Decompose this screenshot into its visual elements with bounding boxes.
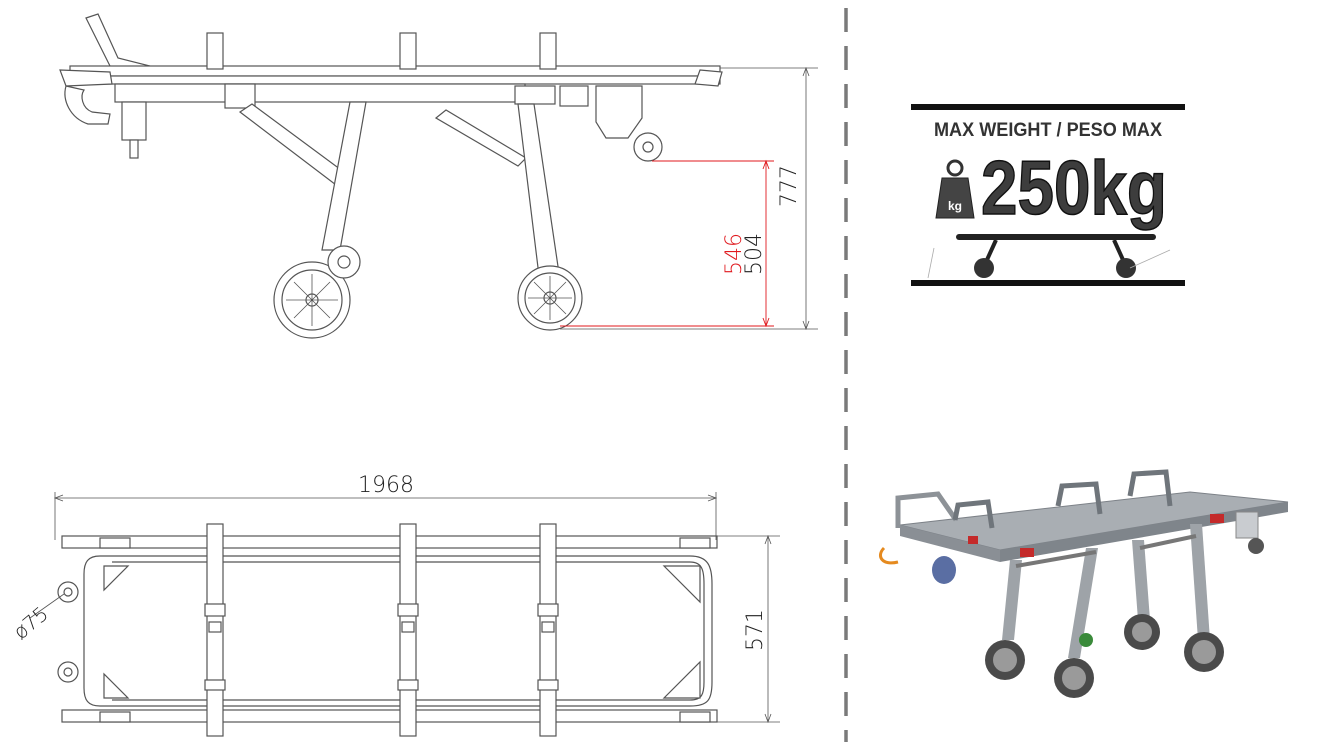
weight-icon: kg (935, 159, 975, 219)
top-dimension-lines (29, 492, 780, 724)
max-weight-value: 250kg (981, 146, 1167, 231)
stretcher-3d-illustration (879, 469, 1289, 698)
dimension-wheel-diameter: ø75 (8, 601, 52, 644)
front-small-wheel (327, 245, 361, 279)
strap-buckle-2 (399, 32, 417, 70)
tubular-frame (83, 555, 713, 707)
dimension-overall-width: 571 (743, 609, 768, 651)
side-view-drawing (59, 13, 723, 339)
top-frame-rail (69, 65, 721, 77)
head-handle (85, 13, 151, 75)
strap-buckle-3 (539, 32, 557, 70)
strap-buckle-1 (206, 32, 224, 70)
dimension-lowered-height-black: 504 (742, 233, 767, 275)
hydraulic-cylinder (121, 101, 147, 141)
stretcher-leg-rear (1132, 540, 1150, 620)
rear-caster-housing (595, 85, 643, 139)
brace-left (238, 103, 353, 189)
top-view-drawing (57, 523, 718, 737)
max-weight-heading: MAX WEIGHT / PESO MAX (934, 120, 1162, 141)
top-view-wheel-upper (57, 581, 79, 603)
dimension-lowered-height-red: 546 (722, 233, 747, 275)
dimension-total-height: 777 (777, 165, 802, 207)
side-dimension-lines (560, 66, 818, 331)
stretcher-leg-front (1002, 560, 1022, 640)
red-dimension-lines (560, 159, 774, 328)
weight-icon-unit: kg (948, 199, 962, 213)
bottom-rail (61, 709, 718, 723)
dimension-overall-length: 1968 (358, 473, 414, 498)
top-view-wheel-lower (57, 661, 79, 683)
top-rail (61, 535, 718, 549)
leg-rear (517, 103, 561, 285)
head-grip (59, 69, 113, 87)
max-weight-label: MAX WEIGHT / PESO MAX kg 250kg (911, 104, 1185, 286)
small-caster (633, 132, 663, 162)
